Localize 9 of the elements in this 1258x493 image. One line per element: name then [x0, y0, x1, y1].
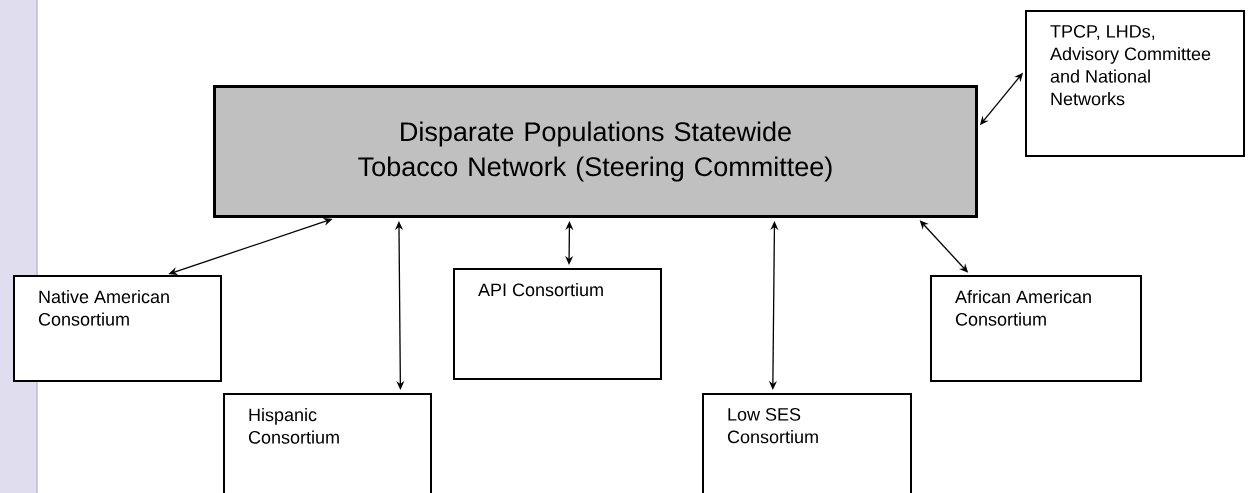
consortium-box: Low SES Consortium	[702, 393, 912, 493]
consortium-box: API Consortium	[453, 268, 662, 380]
arrow	[565, 221, 574, 265]
consortium-box: Native American Consortium	[13, 275, 222, 382]
partner-box: TPCP, LHDs, Advisory Committee and National Networks	[1025, 10, 1245, 157]
steering-committee-box: Disparate Populations Statewide Tobacco Network (Steering Committee)	[213, 85, 978, 218]
consortium-box: Hispanic Consortium	[223, 393, 432, 493]
consortium-box: African American Consortium	[930, 275, 1142, 382]
arrow	[394, 221, 405, 390]
